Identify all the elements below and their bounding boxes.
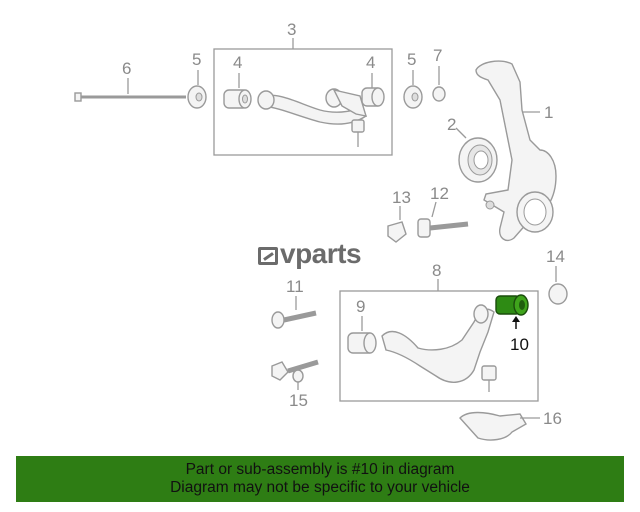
lower-arm-box (339, 290, 539, 402)
upper-control-arm (257, 88, 368, 147)
bushing-4-right (361, 87, 385, 107)
nut-13 (387, 221, 407, 243)
evparts-logo: vparts (258, 238, 362, 270)
logo-mark-icon (258, 247, 278, 265)
callout-2: 2 (447, 115, 456, 134)
bushing-9 (347, 332, 377, 354)
banner-line-1: Part or sub-assembly is #10 in diagram (185, 461, 455, 478)
bushing-4-left (223, 89, 252, 109)
bolt-15 (271, 359, 319, 383)
callout-5-right: 5 (407, 50, 416, 69)
callout-7: 7 (433, 46, 442, 65)
callout-13: 13 (392, 188, 411, 207)
bracket-16 (459, 411, 527, 441)
callout-9: 9 (356, 297, 365, 316)
nut-7 (432, 86, 446, 102)
callout-11: 11 (286, 277, 304, 296)
steering-knuckle (475, 60, 557, 242)
callout-16: 16 (543, 409, 562, 428)
lower-control-arm (381, 304, 497, 392)
callout-14: 14 (546, 247, 565, 266)
nut-14 (548, 283, 568, 305)
info-banner: Part or sub-assembly is #10 in diagram D… (16, 456, 624, 502)
bushing-10 (495, 294, 529, 316)
bolt-12 (417, 218, 469, 238)
callout-12: 12 (430, 184, 449, 203)
callout-4-right: 4 (366, 53, 375, 72)
callout-1: 1 (544, 103, 553, 122)
bolt-6 (74, 92, 186, 102)
callout-15: 15 (289, 391, 308, 410)
callout-8: 8 (432, 261, 441, 280)
callout-3: 3 (287, 20, 296, 39)
callout-5-left: 5 (192, 50, 201, 69)
bolt-11 (271, 310, 317, 329)
callout-6: 6 (122, 59, 131, 78)
banner-line-2: Diagram may not be specific to your vehi… (170, 479, 470, 496)
bearing-2 (458, 137, 498, 183)
callout-4-left: 4 (233, 53, 242, 72)
upper-arm-box (213, 48, 393, 156)
callout-10: 10 (510, 335, 529, 354)
logo-text: vparts (280, 238, 362, 269)
